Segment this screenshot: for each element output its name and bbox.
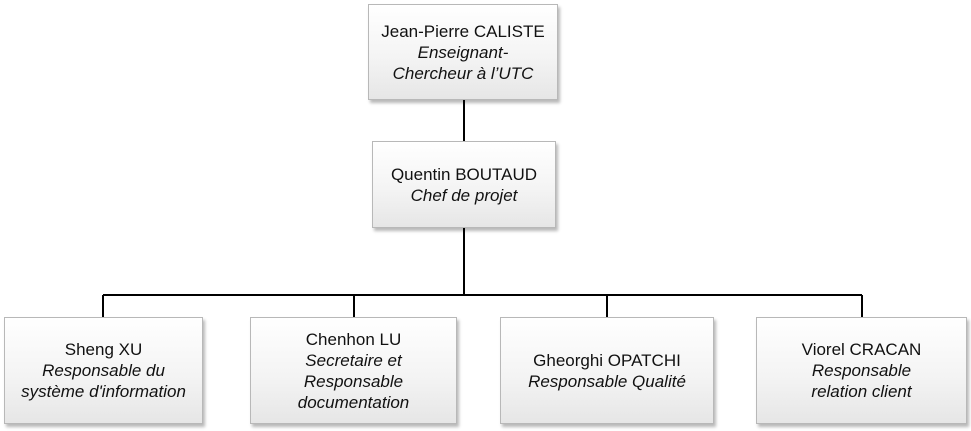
node-role-line2: relation client xyxy=(811,382,912,401)
node-role-line1: Enseignant- xyxy=(417,42,509,62)
node-role-line1: Responsable Qualité xyxy=(528,371,686,391)
node-role-line1: Responsable xyxy=(811,361,912,380)
node-role: Chef de projet xyxy=(410,185,518,205)
node-chenhon-lu: Chenhon LU Secretaire et Responsable doc… xyxy=(250,317,457,424)
node-sheng-xu: Sheng XU Responsable du système d'inform… xyxy=(4,317,203,424)
node-name: Sheng XU xyxy=(64,340,143,359)
node-name: Jean-Pierre CALISTE xyxy=(381,21,545,41)
node-role-line2: Chercheur à l’UTC xyxy=(392,63,534,83)
node-name: Chenhon LU xyxy=(305,329,402,349)
node-role-line3: documentation xyxy=(297,392,410,412)
node-viorel-cracan: Viorel CRACAN Responsable relation clien… xyxy=(756,317,967,424)
node-role-line1: Responsable du xyxy=(42,361,165,380)
node-role-line2: Responsable xyxy=(303,371,404,391)
node-gheorghi-opatchi: Gheorghi OPATCHI Responsable Qualité xyxy=(500,317,714,424)
node-jean-pierre-caliste: Jean-Pierre CALISTE Enseignant- Chercheu… xyxy=(368,4,558,100)
node-name: Quentin BOUTAUD xyxy=(390,164,538,184)
node-role-line2: système d'information xyxy=(21,382,186,401)
node-role-line1: Secretaire et xyxy=(305,350,402,370)
node-name: Gheorghi OPATCHI xyxy=(533,350,681,370)
node-quentin-boutaud: Quentin BOUTAUD Chef de projet xyxy=(372,141,556,228)
node-name: Viorel CRACAN xyxy=(801,340,922,359)
